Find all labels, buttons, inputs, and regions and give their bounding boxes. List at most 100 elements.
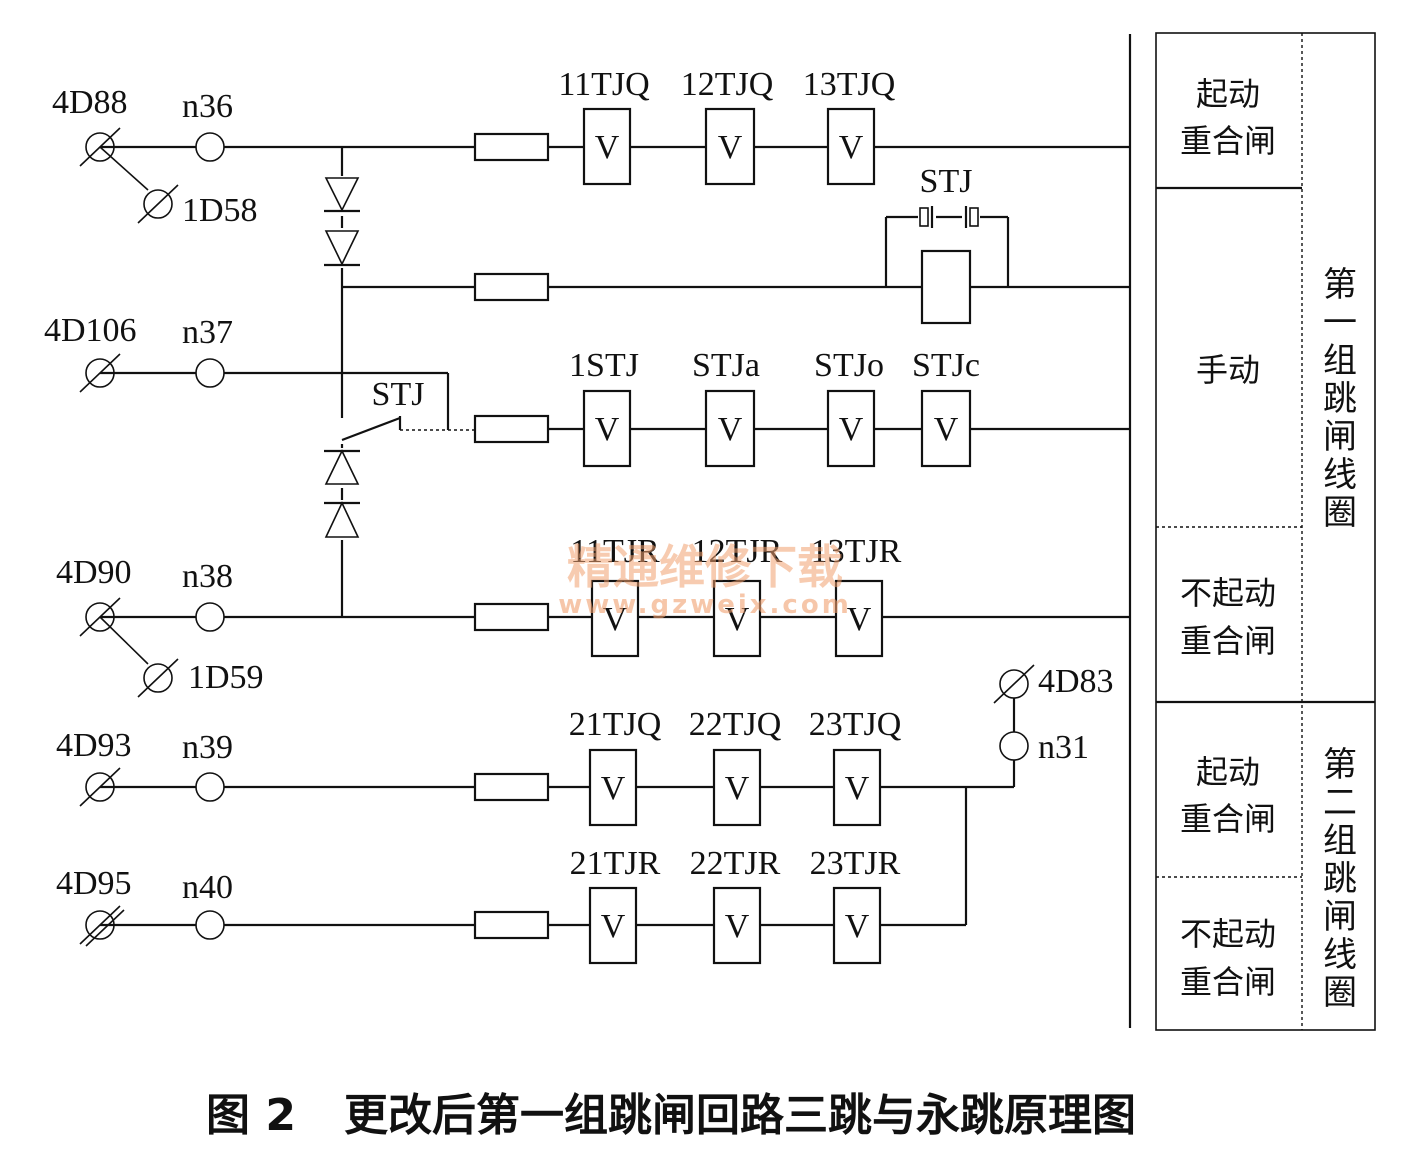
coil-v: V (934, 411, 959, 448)
group2-char: 线 (1323, 935, 1357, 975)
diodes (322, 176, 402, 540)
coil-v: V (718, 129, 743, 166)
resistor-2 (473, 272, 550, 302)
caption: 图 2 更改后第一组跳闸回路三跳与永跳原理图 (206, 1090, 1136, 1141)
label-n36: n36 (182, 88, 233, 125)
label-22TJR: 22TJR (690, 845, 781, 882)
terminal-n38 (195, 602, 225, 632)
label-n40: n40 (182, 869, 233, 906)
coil-v: V (595, 129, 620, 166)
group2-char: 闸 (1323, 897, 1357, 937)
group2-char: 跳 (1323, 859, 1357, 899)
label-STJc: STJc (912, 347, 980, 384)
resistor-6 (473, 910, 550, 940)
label-23TJQ: 23TJQ (809, 706, 902, 743)
group2-char: 圈 (1323, 973, 1357, 1013)
label-11TJQ: 11TJQ (558, 66, 649, 103)
label-4D93: 4D93 (56, 727, 132, 764)
stj-relay-label: STJ (920, 163, 973, 200)
group1-char: 闸 (1323, 417, 1357, 457)
table-row3-line1: 不起动 (1180, 574, 1276, 612)
label-STJa: STJa (692, 347, 760, 384)
terminal-n40 (195, 910, 225, 940)
label-1D59: 1D59 (188, 659, 264, 696)
label-21TJR: 21TJR (570, 845, 661, 882)
label-STJ-contact: STJ (372, 376, 425, 413)
label-21TJQ: 21TJQ (569, 706, 662, 743)
resistor-3 (473, 414, 550, 444)
group2-char: 第 (1323, 745, 1357, 785)
watermark-main: 精通维修下载 (567, 540, 843, 594)
coil-v: V (718, 411, 743, 448)
table-row4-line1: 起动 (1196, 753, 1260, 791)
group1-char: 圈 (1323, 493, 1357, 533)
table-row1-line2: 重合闸 (1180, 122, 1276, 160)
terminal-n31 (999, 731, 1029, 761)
stj-contact (336, 416, 402, 444)
label-1STJ: 1STJ (569, 347, 639, 384)
label-4D90: 4D90 (56, 554, 132, 591)
group1-char: 跳 (1323, 379, 1357, 419)
terminal-n37 (195, 358, 225, 388)
group1-char: 一 (1323, 303, 1357, 343)
label-13TJQ: 13TJQ (803, 66, 896, 103)
coil-v: V (603, 601, 628, 638)
coil-v: V (839, 411, 864, 448)
resistors (473, 132, 550, 940)
group1-char: 线 (1323, 455, 1357, 495)
label-22TJQ: 22TJQ (689, 706, 782, 743)
label-12TJR: 12TJR (692, 533, 783, 570)
label-n37: n37 (182, 314, 233, 351)
terminal-n36 (195, 132, 225, 162)
coil-v: V (839, 129, 864, 166)
coil-v: V (725, 770, 750, 807)
label-13TJR: 13TJR (811, 533, 902, 570)
coil-v: V (595, 411, 620, 448)
terminal-4D106 (79, 353, 121, 393)
label-1D58: 1D58 (182, 192, 258, 229)
terminal-1D58 (137, 184, 179, 224)
resistor-5 (473, 772, 550, 802)
side-table: 起动 重合闸 手动 不起动 重合闸 起动 重合闸 不起动 重合闸 第 一 组 跳… (1155, 32, 1376, 1031)
label-n38: n38 (182, 558, 233, 595)
diode-1 (322, 176, 362, 216)
table-row2-line1: 手动 (1196, 351, 1260, 389)
terminal-n39 (195, 772, 225, 802)
coil-v: V (725, 908, 750, 945)
stj-relay: STJ (884, 163, 1010, 325)
caption-figure-number: 图 2 (206, 1090, 296, 1141)
table-row5-line2: 重合闸 (1180, 963, 1276, 1001)
caption-title: 更改后第一组跳闸回路三跳与永跳原理图 (344, 1090, 1136, 1141)
label-n39: n39 (182, 729, 233, 766)
label-4D106: 4D106 (44, 312, 137, 349)
terminal-4D95 (79, 905, 125, 947)
group2-char: 二 (1323, 783, 1357, 823)
resistor-4 (473, 602, 550, 632)
watermark-url: www.gzweix.com (558, 590, 852, 620)
labels: 4D88 n36 1D58 4D106 n37 4D90 n38 1D59 4D… (44, 66, 1114, 906)
coil-v: V (847, 601, 872, 638)
coil-v: V (725, 601, 750, 638)
watermark: 精通维修下载 www.gzweix.com (558, 540, 852, 620)
label-STJo: STJo (814, 347, 884, 384)
table-row4-line2: 重合闸 (1180, 800, 1276, 838)
label-4D83: 4D83 (1038, 663, 1114, 700)
diode-4 (322, 500, 362, 540)
coils: V V V V V V V V V V V V V V V V (582, 107, 972, 965)
table-row3-line2: 重合闸 (1180, 622, 1276, 660)
label-4D88: 4D88 (52, 84, 128, 121)
terminal-1D59 (137, 658, 179, 698)
group1-char: 第 (1323, 265, 1357, 305)
coil-v: V (845, 908, 870, 945)
group2-char: 组 (1323, 821, 1357, 861)
terminal-4D83 (993, 664, 1035, 704)
terminals (79, 127, 1035, 947)
table-row1-line1: 起动 (1196, 75, 1260, 113)
label-4D95: 4D95 (56, 865, 132, 902)
label-12TJQ: 12TJQ (681, 66, 774, 103)
terminal-4D93 (79, 767, 121, 807)
diode-3 (322, 448, 362, 488)
coil-v: V (845, 770, 870, 807)
label-23TJR: 23TJR (810, 845, 901, 882)
